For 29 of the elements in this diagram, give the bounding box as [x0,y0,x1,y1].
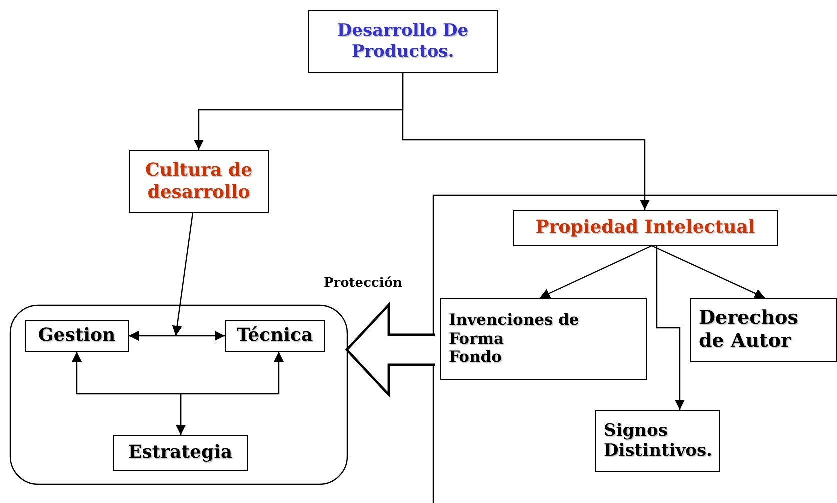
node-text: Desarrollo De Productos. [336,21,470,62]
group-frame [433,195,837,503]
node-text: Derechos de Autor [699,307,800,353]
category-box [690,298,837,362]
arrow [172,212,194,336]
process-box [25,320,129,352]
category-box [595,410,720,472]
arrow [176,352,284,435]
node-text: Cultura de desarrollo [144,160,254,204]
arrow [129,331,225,341]
node-text: Técnica [236,325,314,347]
process-box [129,150,269,213]
node-text: Invenciones de [449,311,580,330]
arrow [652,245,766,299]
category-box [440,298,647,380]
node-text: Signos Distintivos. [604,420,712,462]
node-text: Forma [449,330,504,348]
node-text: Estrategia [128,442,233,464]
node-text: Fondo [449,348,502,367]
node-text: Propiedad Intelectual [536,217,756,239]
process-box [113,435,248,471]
process-box [225,320,325,352]
category-box [513,210,778,246]
title-box [308,10,498,73]
arrow [656,246,685,410]
arrow [540,245,652,299]
node-text: Gestion [38,325,116,347]
group-container [10,305,348,485]
arrow [402,73,650,210]
